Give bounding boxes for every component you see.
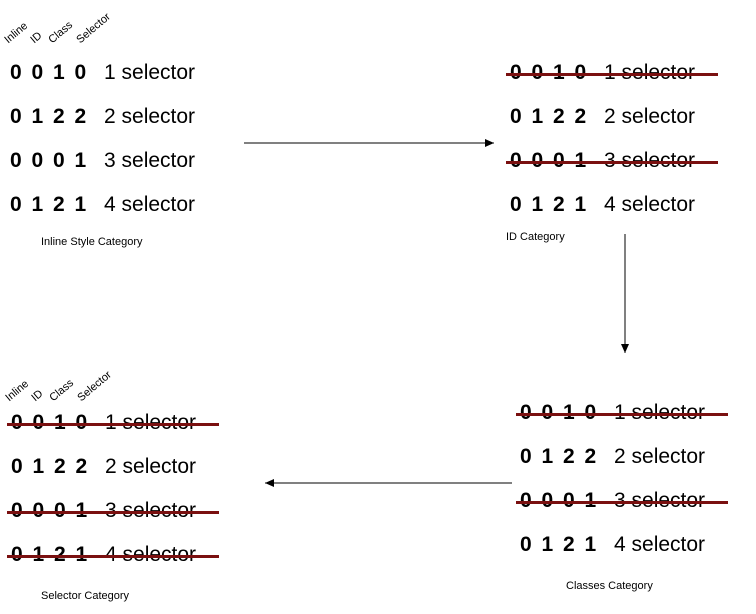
selector-label: 4 selector bbox=[105, 543, 196, 567]
specificity-value: 0 1 2 1 bbox=[520, 533, 599, 556]
specificity-value: 0 1 2 2 bbox=[510, 105, 589, 128]
specificity-value: 0 0 0 1 bbox=[520, 489, 598, 513]
selector-label: 3 selector bbox=[104, 149, 196, 172]
selector-label: 3 selector bbox=[604, 149, 695, 173]
category-caption: Inline Style Category bbox=[41, 236, 143, 248]
specificity-value: 0 0 0 1 bbox=[10, 149, 89, 172]
selector-label: 4 selector bbox=[604, 193, 696, 216]
specificity-value: 0 1 2 1 bbox=[510, 193, 589, 216]
selector-label: 1 selector bbox=[614, 401, 705, 425]
selector-label: 1 selector bbox=[604, 61, 695, 85]
strike-line bbox=[516, 413, 728, 416]
strike-line bbox=[516, 501, 728, 504]
specificity-value: 0 1 2 2 bbox=[11, 455, 90, 478]
selector-label: 4 selector bbox=[614, 533, 706, 556]
specificity-value: 0 0 1 0 bbox=[10, 61, 89, 84]
selector-label: 1 selector bbox=[105, 411, 196, 435]
strike-line bbox=[7, 423, 219, 426]
category-caption: Classes Category bbox=[566, 580, 653, 592]
specificity-value: 0 0 0 1 bbox=[11, 499, 89, 523]
strike-line bbox=[7, 555, 219, 558]
specificity-value: 0 1 2 2 bbox=[10, 105, 89, 128]
category-caption: Selector Category bbox=[41, 590, 130, 602]
specificity-value: 0 1 2 1 bbox=[10, 193, 89, 216]
strike-line bbox=[7, 511, 219, 514]
selector-label: 2 selector bbox=[614, 445, 706, 468]
selector-label: 1 selector bbox=[104, 61, 196, 84]
specificity-value: 0 0 1 0 bbox=[11, 411, 89, 435]
selector-label: 2 selector bbox=[604, 105, 696, 128]
selector-label: 2 selector bbox=[105, 455, 197, 478]
category-caption: ID Category bbox=[506, 231, 565, 243]
selector-label: 2 selector bbox=[104, 105, 196, 128]
selector-label: 4 selector bbox=[104, 193, 196, 216]
specificity-value: 0 0 0 1 bbox=[510, 149, 588, 173]
strike-line bbox=[506, 161, 718, 164]
selector-label: 3 selector bbox=[614, 489, 705, 513]
selector-label: 3 selector bbox=[105, 499, 196, 523]
specificity-value: 0 0 1 0 bbox=[520, 401, 598, 425]
specificity-value: 0 1 2 1 bbox=[11, 543, 89, 567]
specificity-value: 0 0 1 0 bbox=[510, 61, 588, 85]
specificity-value: 0 1 2 2 bbox=[520, 445, 599, 468]
strike-line bbox=[506, 73, 718, 76]
